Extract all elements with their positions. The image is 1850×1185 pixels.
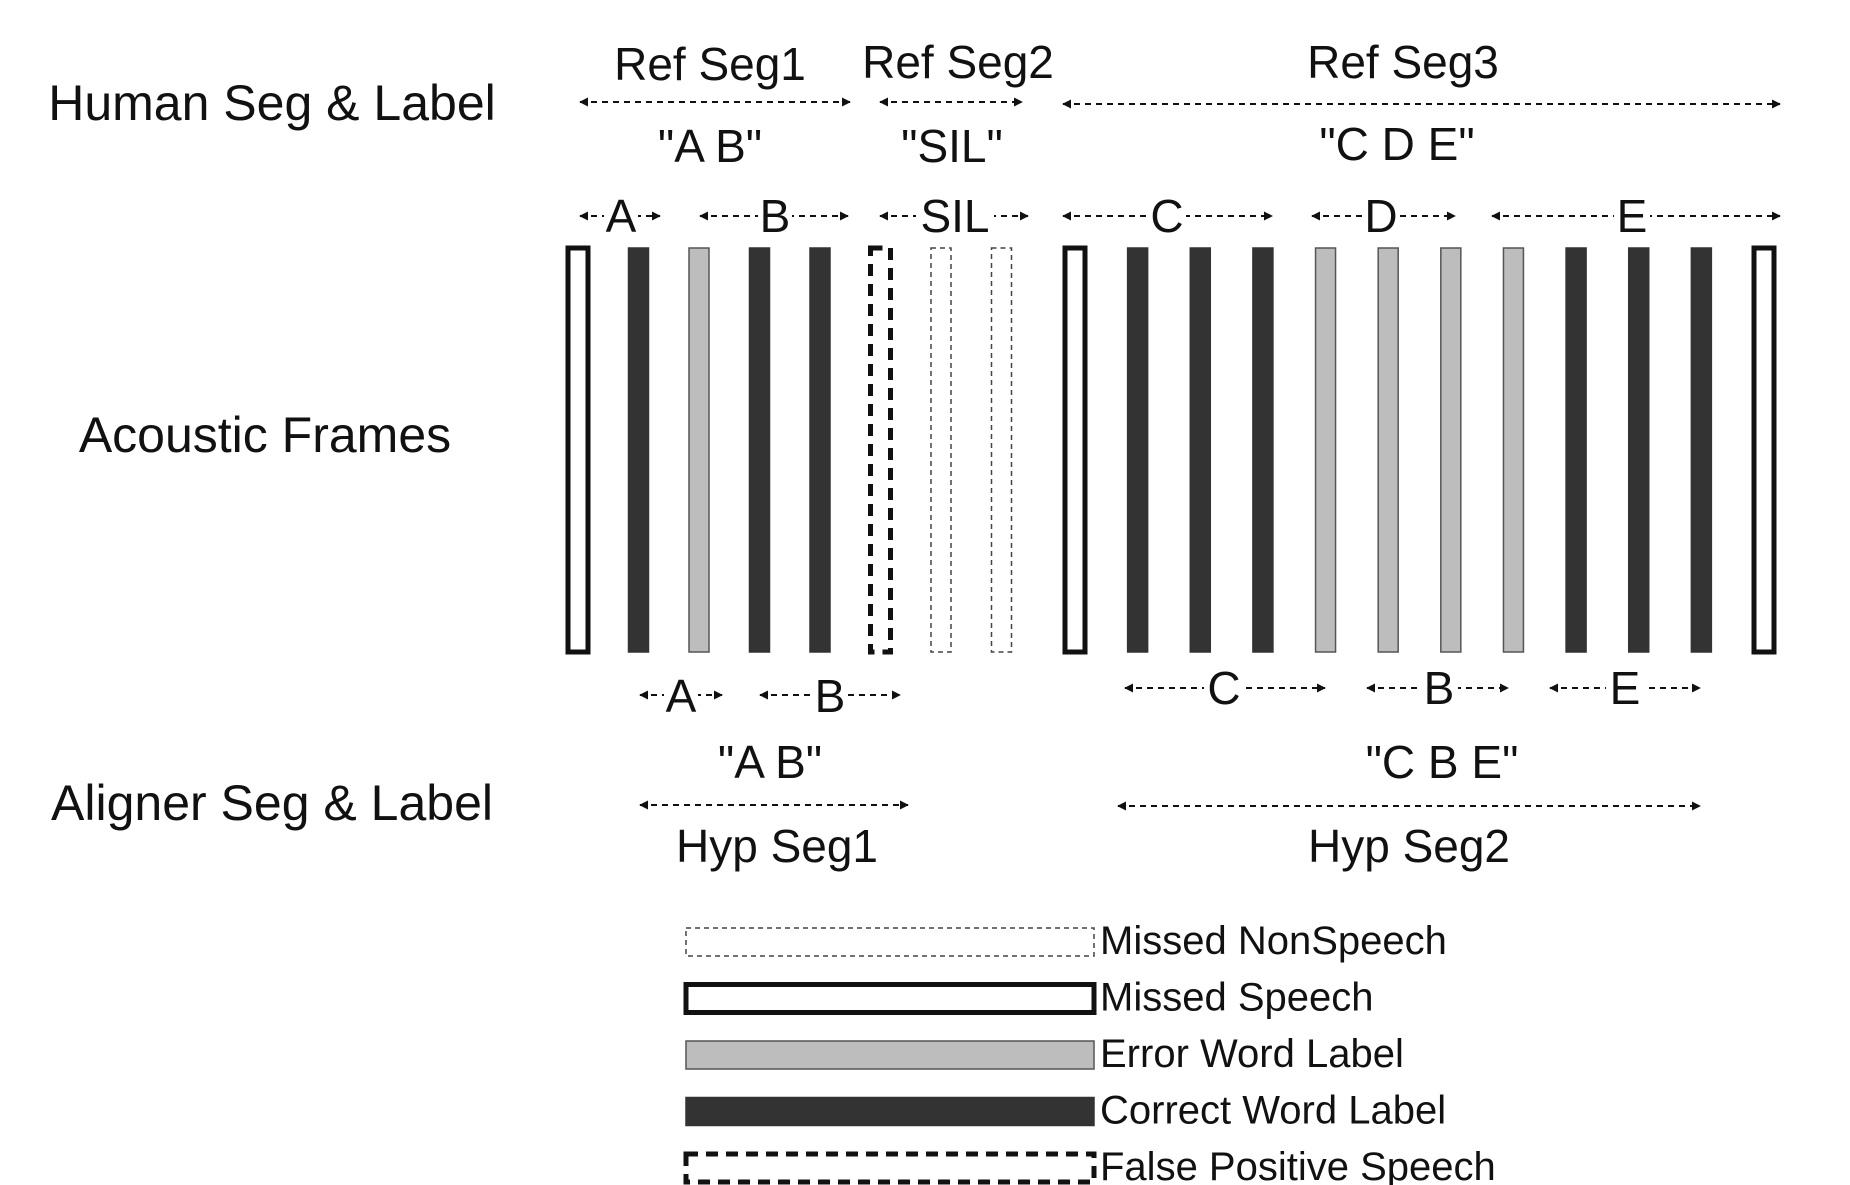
ref-word-label-bg: [1362, 196, 1400, 238]
hyp-word-label: A: [666, 670, 697, 722]
hyp-segment-1: "A B" Hyp Seg1: [639, 736, 909, 872]
ref-word-d: D: [1311, 190, 1456, 242]
ref-word-label: E: [1617, 190, 1648, 242]
frame-error: [688, 247, 710, 653]
row-label-human: Human Seg & Label: [48, 75, 496, 131]
ref-word-label: A: [606, 190, 637, 242]
frame-correct: [1189, 247, 1212, 653]
frame-error: [1377, 247, 1399, 653]
ref-segment-2: Ref Seg2 "SIL": [862, 36, 1054, 172]
ref-word-label: B: [760, 190, 791, 242]
hyp-word-label-bg: [1420, 668, 1458, 710]
legend-label: Error Word Label: [1100, 1032, 1404, 1076]
ref-segment-label: "C D E": [1319, 118, 1474, 170]
frame-correct: [1627, 247, 1650, 653]
hyp-word-label-bg: [812, 675, 848, 717]
hyp-word-b: B: [759, 670, 901, 722]
hyp-word-b2: B: [1366, 662, 1509, 714]
frame-missed-speech: [1751, 245, 1777, 655]
frame-correct: [1690, 247, 1713, 653]
hyp-word-label: C: [1207, 662, 1240, 714]
hyp-word-c: C: [1124, 662, 1326, 714]
acoustic-frames: [565, 245, 1777, 655]
hyp-word-label-bg: [1204, 668, 1244, 710]
ref-word-b: B: [699, 190, 849, 242]
legend-swatch-error: [685, 1040, 1095, 1070]
legend-label: Missed Speech: [1100, 976, 1373, 1020]
hyp-word-label: B: [1424, 662, 1455, 714]
frame-missed-speech: [565, 245, 591, 655]
ref-word-label: SIL: [920, 190, 989, 242]
row-label-aligner: Aligner Seg & Label: [51, 775, 493, 831]
frame-correct: [809, 247, 831, 653]
legend-swatch-missed-speech: [683, 982, 1097, 1015]
ref-word-label: D: [1364, 190, 1397, 242]
legend-item-false-positive: False Positive Speech: [683, 1145, 1496, 1185]
hyp-segment-label: "C B E": [1366, 736, 1519, 788]
hyp-segment-name: Hyp Seg1: [676, 820, 878, 872]
ref-segment-name: Ref Seg2: [862, 36, 1054, 88]
hyp-word-label-bg: [664, 675, 698, 717]
ref-segment-label: "A B": [658, 120, 762, 172]
hyp-word-label: B: [815, 670, 846, 722]
hyp-segment-label: "A B": [718, 736, 822, 788]
hyp-word-label: E: [1610, 662, 1641, 714]
hyp-segment-name: Hyp Seg2: [1308, 820, 1510, 872]
ref-word-e: E: [1491, 190, 1781, 242]
legend-swatch-correct: [685, 1096, 1095, 1127]
frame-correct: [1565, 247, 1587, 653]
ref-word-label-bg: [604, 196, 638, 238]
frame-false-positive: [868, 245, 893, 655]
ref-word-label-bg: [758, 196, 792, 238]
ref-word-c: C: [1062, 190, 1273, 242]
row-label-frames: Acoustic Frames: [79, 407, 451, 463]
ref-segment-name: Ref Seg3: [1307, 36, 1499, 88]
ref-word-label-bg: [916, 196, 994, 238]
frame-error: [1440, 247, 1462, 653]
legend-item-missed-nonspeech: Missed NonSpeech: [685, 919, 1447, 963]
ref-segment-3: Ref Seg3 "C D E": [1062, 36, 1781, 170]
hyp-word-a: A: [639, 670, 723, 722]
ref-word-label: C: [1150, 190, 1183, 242]
ref-word-label-bg: [1614, 196, 1650, 238]
frame-error: [1314, 247, 1337, 653]
legend-label: Missed NonSpeech: [1100, 919, 1447, 963]
legend-label: Correct Word Label: [1100, 1089, 1446, 1133]
legend-swatch-false-positive: [683, 1151, 1097, 1185]
legend-swatch-missed-nonspeech: [685, 927, 1095, 957]
hyp-word-label-bg: [1606, 668, 1644, 710]
ref-word-label-bg: [1148, 196, 1186, 238]
frame-correct: [1252, 247, 1274, 653]
ref-word-a: A: [579, 190, 661, 242]
legend-item-missed-speech: Missed Speech: [683, 976, 1373, 1020]
ref-word-sil: SIL: [879, 190, 1029, 242]
frame-correct: [748, 247, 771, 653]
legend-item-correct: Correct Word Label: [685, 1089, 1446, 1133]
frame-missed-speech: [1062, 245, 1088, 655]
frame-correct: [1126, 247, 1149, 653]
frame-missed-nonspeech: [990, 247, 1013, 653]
legend-item-error: Error Word Label: [685, 1032, 1404, 1076]
hyp-segment-2: "C B E" Hyp Seg2: [1117, 736, 1701, 872]
ref-segment-1: Ref Seg1 "A B": [579, 38, 851, 172]
ref-segment-label: "SIL": [901, 120, 1003, 172]
frame-missed-nonspeech: [930, 247, 952, 653]
frame-correct: [627, 247, 650, 653]
ref-segment-name: Ref Seg1: [614, 38, 806, 90]
legend-label: False Positive Speech: [1100, 1145, 1496, 1185]
hyp-word-e: E: [1549, 662, 1701, 714]
frame-error: [1502, 247, 1525, 653]
